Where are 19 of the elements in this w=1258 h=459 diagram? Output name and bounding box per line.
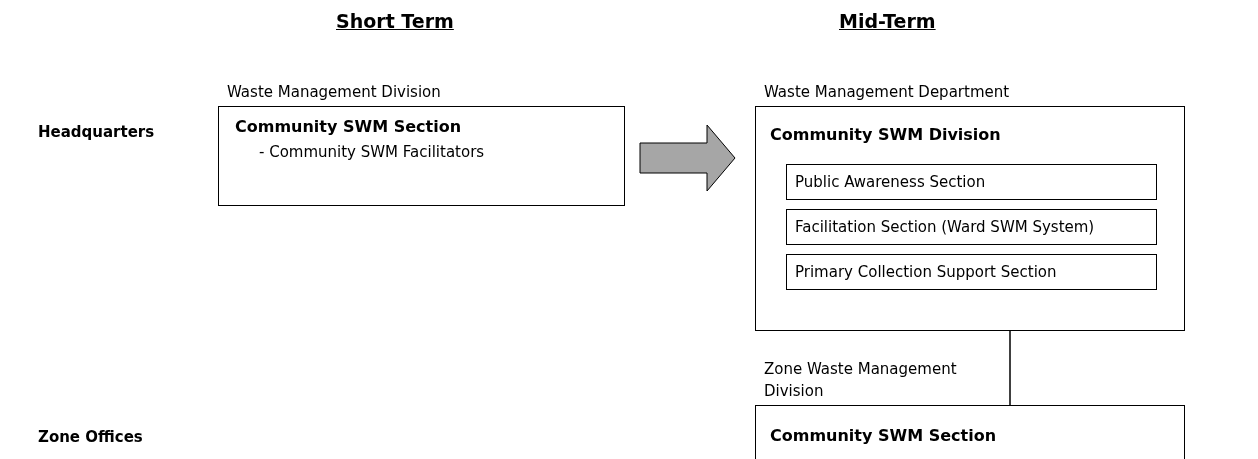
column-heading: Mid-Term xyxy=(839,10,936,32)
unit-text: Primary Collection Support Section xyxy=(795,263,1057,281)
unit-heading: Zone Waste Management Division xyxy=(764,359,958,402)
unit-text: Facilitation Section (Ward SWM System) xyxy=(795,218,1095,236)
unit-heading: Waste Management Division xyxy=(227,82,442,103)
block-arrow xyxy=(639,124,736,192)
row-label: Zone Offices xyxy=(38,428,143,446)
section-box xyxy=(786,254,1157,290)
unit-title: Community SWM Section xyxy=(235,117,462,136)
unit-title: Community SWM Section xyxy=(770,426,997,445)
row-label: Headquarters xyxy=(38,123,155,141)
unit-title: Community SWM Division xyxy=(770,125,1001,144)
unit-heading: Waste Management Department xyxy=(764,82,1011,103)
section-box xyxy=(786,164,1157,200)
unit-text: Public Awareness Section xyxy=(795,173,986,191)
section-box xyxy=(786,209,1157,245)
unit-text: - Community SWM Facilitators xyxy=(259,143,485,161)
column-heading: Short Term xyxy=(336,10,454,32)
connector-line xyxy=(1009,330,1011,406)
